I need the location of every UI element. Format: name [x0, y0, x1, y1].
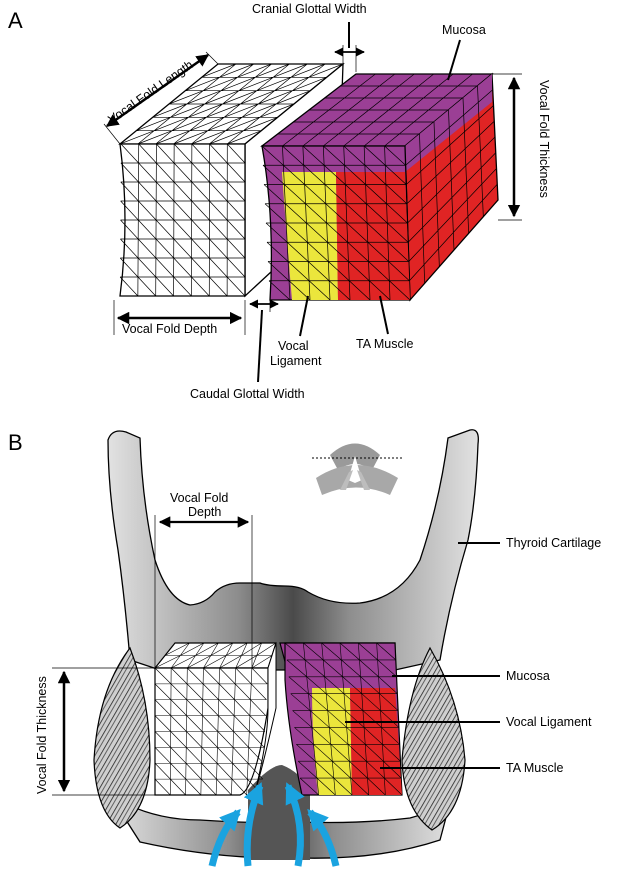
thyroid-cartilage-label: Thyroid Cartilage — [506, 536, 601, 550]
vocal-fold-thickness-label-a: Vocal Fold Thickness — [537, 80, 551, 198]
left-hatched-tissue — [93, 646, 151, 829]
airflow-arrow-2 — [243, 782, 264, 867]
mucosa-label-b: Mucosa — [506, 669, 550, 683]
panel-a: A Vocal Fold Length Cranial Glottal — [8, 2, 551, 401]
right-vocal-fold-mesh-b — [279, 642, 403, 796]
vocal-fold-depth-label-b-line2: Depth — [188, 505, 221, 519]
airflow-arrow-1 — [208, 808, 241, 867]
ta-muscle-label-a: TA Muscle — [356, 337, 413, 351]
left-vocal-fold-mesh-b — [153, 642, 277, 796]
airflow-arrows — [208, 782, 340, 867]
vocal-ligament-label-a-line1: Vocal — [278, 339, 309, 353]
vocal-fold-thickness-label-b: Vocal Fold Thickness — [35, 676, 49, 794]
vocal-fold-depth-label-a: Vocal Fold Depth — [122, 322, 217, 336]
larynx-inset-icon — [312, 443, 402, 495]
mucosa-label-a: Mucosa — [442, 23, 486, 37]
vocal-fold-depth-label-b-line1: Vocal Fold — [170, 491, 228, 505]
panel-a-letter: A — [8, 8, 23, 33]
airflow-arrow-3 — [284, 782, 305, 867]
right-hatched-tissue — [401, 646, 466, 831]
vocal-ligament-region-b — [312, 688, 352, 795]
panel-b-letter: B — [8, 430, 23, 455]
airflow-arrow-4 — [307, 808, 340, 867]
thyroid-cartilage — [107, 429, 479, 671]
ta-muscle-region-b — [350, 688, 402, 795]
ta-muscle-label-b: TA Muscle — [506, 761, 563, 775]
cranial-glottal-width-label: Cranial Glottal Width — [252, 2, 367, 16]
panel-b: B Vocal Fold Depth — [8, 429, 601, 867]
vocal-ligament-label-b: Vocal Ligament — [506, 715, 592, 729]
vocal-fold-length-arrow — [105, 53, 210, 128]
caudal-glottal-width-label: Caudal Glottal Width — [190, 387, 305, 401]
vocal-ligament-label-a-line2: Ligament — [270, 354, 322, 368]
right-vocal-fold-mesh — [260, 72, 499, 302]
